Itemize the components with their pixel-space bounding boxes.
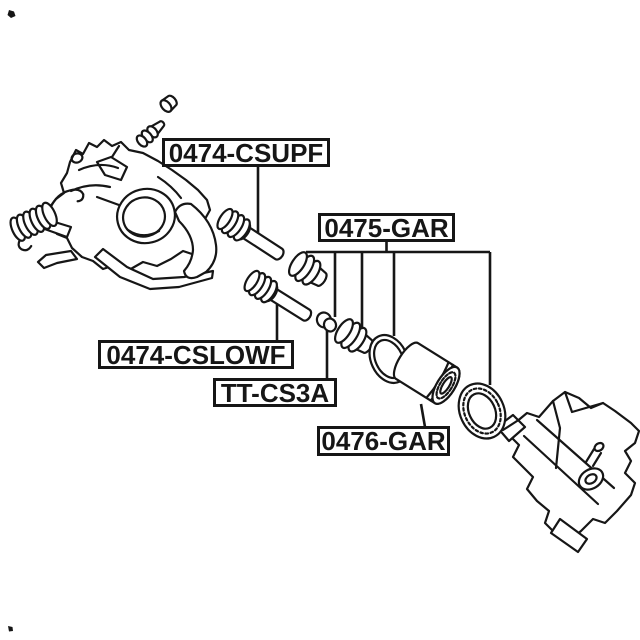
bleeder-cap-drawing bbox=[159, 94, 178, 113]
part-label-0474-cslowf: 0474-CSLOWF bbox=[98, 340, 294, 369]
part-label-tt-cs3a: TT-CS3A bbox=[213, 378, 337, 407]
brake-caliper-piston-drawing bbox=[392, 341, 461, 405]
corner-mark-top-left bbox=[7, 10, 16, 18]
caliper-mounting-bracket-drawing bbox=[495, 390, 640, 554]
part-label-0475-gar: 0475-GAR bbox=[318, 213, 455, 242]
dust-seal-ring-drawing bbox=[457, 382, 507, 440]
upper-slide-pin-drawing bbox=[212, 204, 291, 268]
bleeder-screw-drawing bbox=[135, 120, 166, 148]
return-spring-drawing bbox=[9, 188, 85, 252]
part-label-0474-csupf: 0474-CSUPF bbox=[162, 138, 330, 167]
upper-pin-boot-drawing bbox=[283, 247, 334, 295]
slide-pin-bushing-drawing bbox=[315, 311, 338, 333]
corner-mark-bottom-left bbox=[8, 626, 13, 632]
part-label-0476-gar: 0476-GAR bbox=[317, 426, 450, 456]
